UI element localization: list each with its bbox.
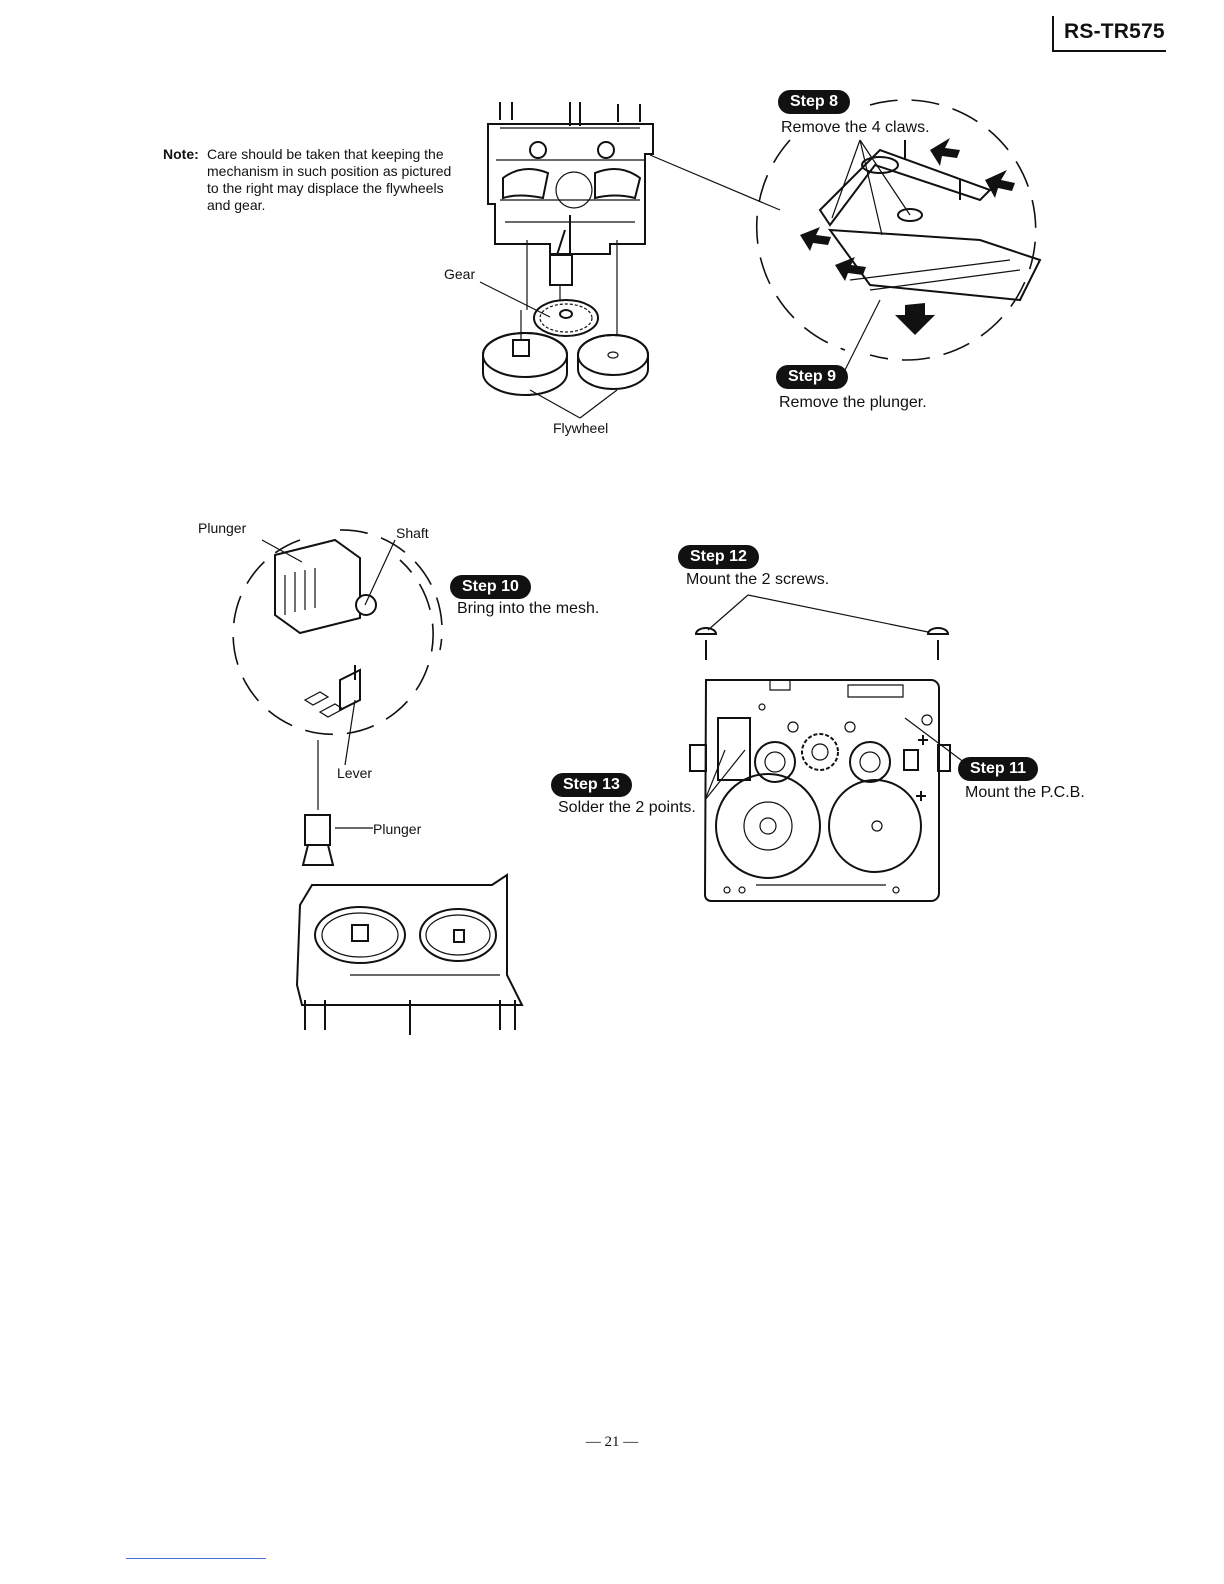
note-text: Care should be taken that keeping the me… [207,146,452,213]
model-number: RS-TR575 [1064,20,1165,43]
step-10-badge: Step 10 [450,575,531,599]
plunger-bottom-label: Plunger [373,821,422,837]
step-12-instruction: Mount the 2 screws. [686,571,830,588]
note-label: Note: [163,146,199,162]
plunger-top-label: Plunger [198,520,247,536]
pcb-mechanism-illustration [689,594,966,902]
step-9-badge: Step 9 [776,365,849,389]
step-11-instruction: Mount the P.C.B. [965,784,1085,801]
step-13-badge: Step 13 [551,773,632,797]
lever-label: Lever [337,765,373,781]
header-rule [1052,16,1166,52]
shaft-label: Shaft [396,525,429,541]
flywheel-right-illustration [577,334,649,390]
step-13-instruction: Solder the 2 points. [558,799,696,816]
note-block: Note: Care should be taken that keeping … [163,146,463,214]
flywheel-left-illustration [482,310,568,396]
step-8-badge: Step 8 [778,90,851,114]
mechanism-flat-illustration [295,740,524,1035]
page-number: — 21 — [585,1434,639,1450]
gear-illustration [533,299,599,337]
step-9-instruction: Remove the plunger. [779,394,927,411]
step-8-instruction: Remove the 4 claws. [781,119,930,136]
mechanism-upright-illustration [487,102,654,335]
gear-label: Gear [444,266,476,282]
step-10-instruction: Bring into the mesh. [457,600,600,617]
claws-detail-illustration [755,99,1042,371]
step-12-badge: Step 12 [678,545,759,569]
flywheel-label: Flywheel [553,420,609,436]
footer-rule [126,1558,266,1559]
plunger-detail-illustration [232,529,443,766]
step-11-badge: Step 11 [958,757,1039,781]
